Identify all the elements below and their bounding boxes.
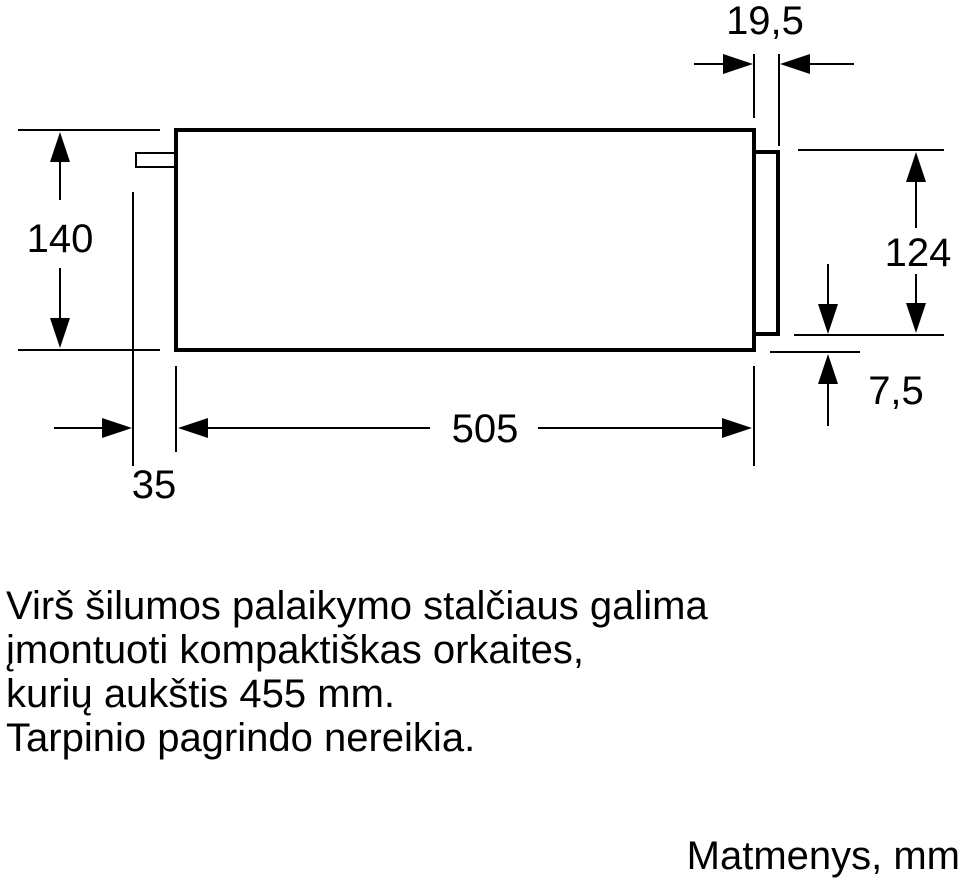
- height-arrow-up: [50, 132, 70, 162]
- dimension-drawing: 140 35 505 19,5 124 7,5: [18, 0, 952, 507]
- drawer-body: [174, 128, 756, 352]
- installation-note-line: Virš šilumos palaikymo stalčiaus galima: [6, 584, 708, 628]
- front-panel: [754, 150, 780, 336]
- panel-height-arrow-up: [906, 152, 926, 182]
- offset-arrow: [102, 418, 132, 438]
- offset-label: 35: [132, 463, 177, 507]
- depth-label: 505: [452, 407, 519, 451]
- bottom-offset-arrow-up: [818, 354, 838, 384]
- depth-arrow-right: [722, 418, 752, 438]
- bottom-offset-arrow-down: [818, 304, 838, 334]
- height-arrow-down: [50, 318, 70, 348]
- panel-thickness-arrow-right: [723, 54, 753, 74]
- installation-note-line: įmontuoti kompaktiškas orkaites,: [6, 628, 585, 672]
- panel-height-label: 124: [885, 231, 952, 275]
- installation-note: Virš šilumos palaikymo stalčiaus galima …: [6, 584, 708, 760]
- installation-note-line: Tarpinio pagrindo nereikia.: [6, 716, 476, 760]
- panel-thickness-arrow-left: [780, 54, 810, 74]
- panel-height-arrow-down: [906, 303, 926, 333]
- bottom-offset-label: 7,5: [868, 369, 924, 413]
- units-label: Matmenys, mm: [686, 834, 960, 878]
- installation-note-line: kurių aukštis 455 mm.: [6, 672, 396, 716]
- rear-connector: [135, 152, 177, 168]
- depth-arrow-left: [178, 418, 208, 438]
- panel-thickness-label: 19,5: [726, 0, 804, 43]
- height-label: 140: [27, 217, 94, 261]
